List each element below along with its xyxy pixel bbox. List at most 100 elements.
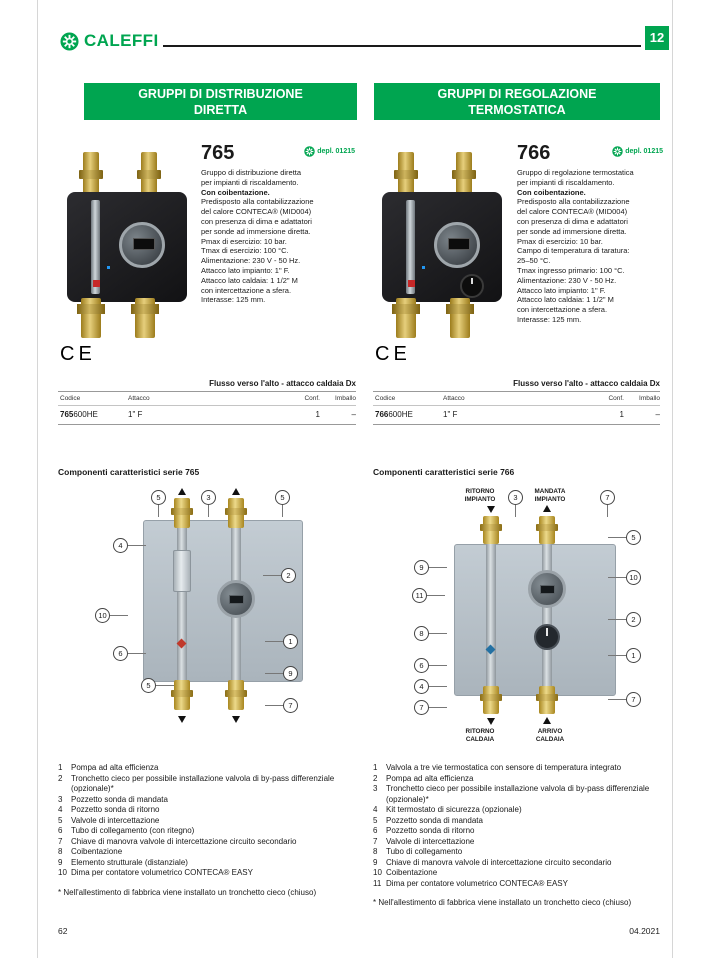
product-photo-766 [372,146,512,344]
component-text: Chiave di manovra valvole di intercettaz… [71,836,297,846]
product-header: 766 depl. 01215 [517,143,663,163]
component-text: Coibentazione [386,868,438,877]
valve-nut [225,508,247,515]
blue-led [107,266,110,269]
brass-nut [79,170,103,179]
diagram-callout: 7 [608,692,641,707]
cell-imballo: – [655,410,660,419]
description-bold: Con coibentazione. [517,187,586,197]
component-item: 3 Pozzetto sonda di mandata [58,795,356,806]
component-text: Pozzetto sonda di mandata [71,794,168,804]
pump [217,580,255,618]
valve-nut [171,508,193,515]
depl-badge: depl. 01215 [612,146,663,157]
component-number: 8 [58,847,63,856]
components-title-765: Componenti caratteristici serie 765 [58,467,200,477]
flow-arrow-up-icon [178,488,186,495]
diagram-callout: 5 [151,490,166,517]
description-body: Predisposto alla contabilizzazione del c… [201,197,314,305]
header-rule [163,45,641,47]
brass-nut [394,170,418,179]
component-item: 3 Tronchetto cieco per possibile install… [373,784,665,805]
diagram-callout: 3 [508,490,523,517]
diagram-callout: 6 [414,658,447,673]
col-codice: Codice [60,395,81,402]
spec-table-766: Codice Attacco Conf. Imballo 766600HE 1"… [373,391,660,425]
description-bold: Con coibentazione. [201,187,270,197]
depl-badge: depl. 01215 [304,146,355,157]
pump-display [448,238,470,250]
component-text: Coibentazione [71,847,123,856]
footnote: * Nell'allestimento di fabbrica viene in… [58,887,317,897]
product-code: 766 [517,142,551,164]
component-item: 7 Valvole di intercettazione [373,837,665,848]
spec-table-765: Codice Attacco Conf. Imballo 765600HE 1"… [58,391,356,425]
component-number: 6 [373,826,378,835]
caleffi-depl-icon [304,146,315,157]
component-item: 1 Valvola a tre vie termostatica con sen… [373,763,665,774]
component-item: 2 Tronchetto cieco per possibile install… [58,774,356,795]
component-text: Tronchetto cieco per possibile installaz… [386,784,650,804]
flow-arrow-up-icon [543,717,551,724]
brass-nut [392,304,420,314]
pump [528,570,566,608]
diagram-callout: 4 [113,538,146,553]
product-info-766: 766 depl. 01215 Gruppo di regolazione te… [517,143,663,325]
cell-imballo: – [351,410,356,419]
component-number: 10 [58,868,67,877]
component-item: 8 Tubo di collegamento [373,847,665,858]
diagram-callout: 5 [608,530,641,545]
label-ritorno-caldaia: RITORNO CALDAIA [465,728,495,743]
diagram-callout: 5 [275,490,290,517]
label-ritorno-impianto: RITORNO IMPIANTO [464,488,496,503]
components-title-766: Componenti caratteristici serie 766 [373,467,515,477]
component-item: 7 Chiave di manovra valvole di intercett… [58,837,356,848]
component-text: Elemento strutturale (distanziale) [71,857,188,867]
diagram-766: RITORNO IMPIANTO MANDATA IMPIANTO RITORN… [398,488,662,760]
component-number: 9 [373,857,378,867]
flow-arrow-down-icon [178,716,186,723]
page-number: 62 [58,926,68,936]
diagram-callout: 9 [414,560,447,575]
product-info-765: 765 depl. 01215 Gruppo di distribuzione … [201,143,355,305]
component-item: 8 Coibentazione [58,847,356,858]
cell-attacco: 1" F [128,410,143,419]
depl-label: depl. 01215 [625,148,663,155]
brass-nut [446,304,474,314]
description-intro: Gruppo di regolazione termostatica per i… [517,168,634,187]
col-codice: Codice [375,395,396,402]
pipe-return [486,544,496,686]
chapter-tab: 12 [645,26,669,50]
component-number: 3 [373,784,378,793]
valve-nut [480,524,502,531]
col-attacco: Attacco [443,395,465,402]
component-number: 10 [373,868,382,877]
col-conf: Conf. [608,395,624,402]
col-imballo: Imballo [335,395,356,402]
component-item: 9 Chiave di manovra valvole di intercett… [373,858,665,869]
description-intro: Gruppo di distribuzione diretta per impi… [201,168,302,187]
components-list-766: 1 Valvola a tre vie termostatica con sen… [373,763,665,909]
component-item: 10 Coibentazione [373,868,665,879]
component-text: Chiave di manovra valvole di intercettaz… [386,857,612,867]
caleffi-logo: CALEFFI [60,31,159,51]
product-description: Gruppo di distribuzione diretta per impi… [201,168,355,305]
component-number: 3 [58,794,63,804]
footnote: * Nell'allestimento di fabbrica viene in… [373,898,632,907]
product-photo-765 [57,146,197,344]
flow-arrow-down-icon [487,718,495,725]
component-text: Tronchetto cieco per possibile installaz… [71,773,335,794]
component-text: Pozzetto sonda di ritorno [386,826,475,835]
component-item: 1 Pompa ad alta efficienza [58,763,356,774]
page-edge-left [37,0,38,958]
component-number: 5 [373,815,378,825]
component-item: 6 Pozzetto sonda di ritorno [373,826,665,837]
pipe [406,200,415,294]
diagram-callout: 7 [414,700,447,715]
diagram-765: 5 3 5 4 2 10 6 1 9 5 7 [85,488,347,742]
caleffi-gear-icon [60,31,79,51]
cell-conf: 1 [315,410,320,419]
component-text: Pompa ad alta efficienza [71,763,159,772]
diagram-callout: 2 [608,612,641,627]
cell-codice: 765600HE [60,410,98,419]
